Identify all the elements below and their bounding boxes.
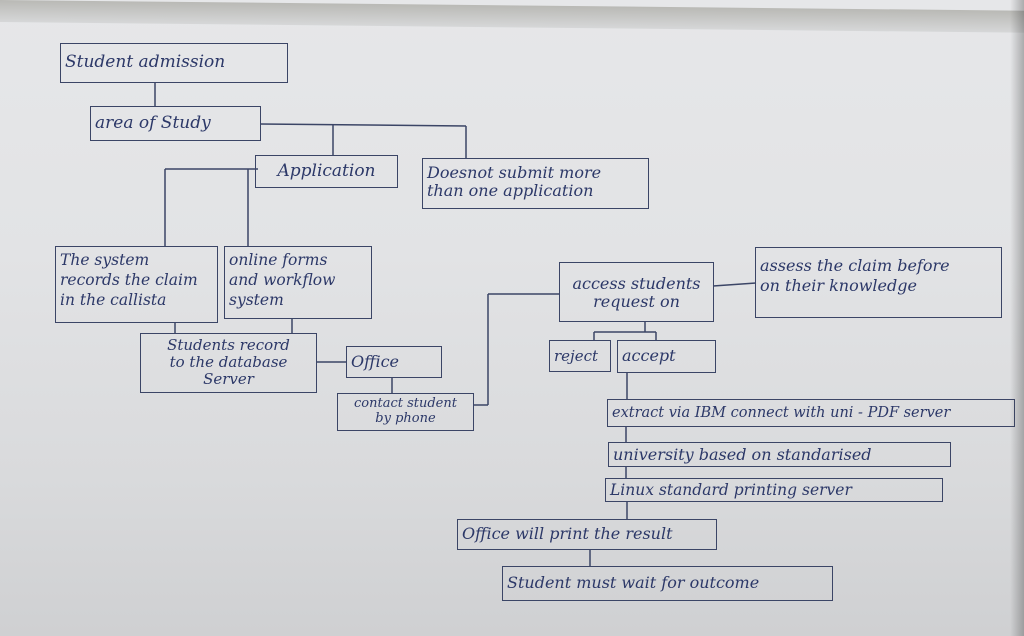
node-assess-claim: assess the claim before on their knowled… bbox=[755, 247, 1002, 318]
node-online-forms: online forms and workflow system bbox=[224, 246, 372, 319]
node-accept: accept bbox=[617, 340, 716, 373]
node-student-wait: Student must wait for outcome bbox=[502, 566, 833, 601]
node-application: Application bbox=[255, 155, 398, 188]
node-contact-student: contact student by phone bbox=[337, 393, 474, 431]
node-system-records-claim: The system records the claim in the call… bbox=[55, 246, 218, 323]
node-students-record: Students record to the database Server bbox=[140, 333, 317, 393]
node-access-request: access students request on bbox=[559, 262, 714, 322]
node-linux-printing: Linux standard printing server bbox=[605, 478, 943, 502]
node-extract-ibm: extract via IBM connect with uni - PDF s… bbox=[607, 399, 1015, 427]
node-area-of-study: area of Study bbox=[90, 106, 261, 141]
node-no-more-than-one-application: Doesnot submit more than one application bbox=[422, 158, 649, 209]
node-reject: reject bbox=[549, 340, 611, 372]
node-student-admission: Student admission bbox=[60, 43, 288, 83]
connector bbox=[259, 123, 467, 127]
node-office-print: Office will print the result bbox=[457, 519, 717, 550]
connector bbox=[712, 282, 757, 287]
node-university-standardised: university based on standarised bbox=[608, 442, 951, 467]
node-office: Office bbox=[346, 346, 442, 378]
